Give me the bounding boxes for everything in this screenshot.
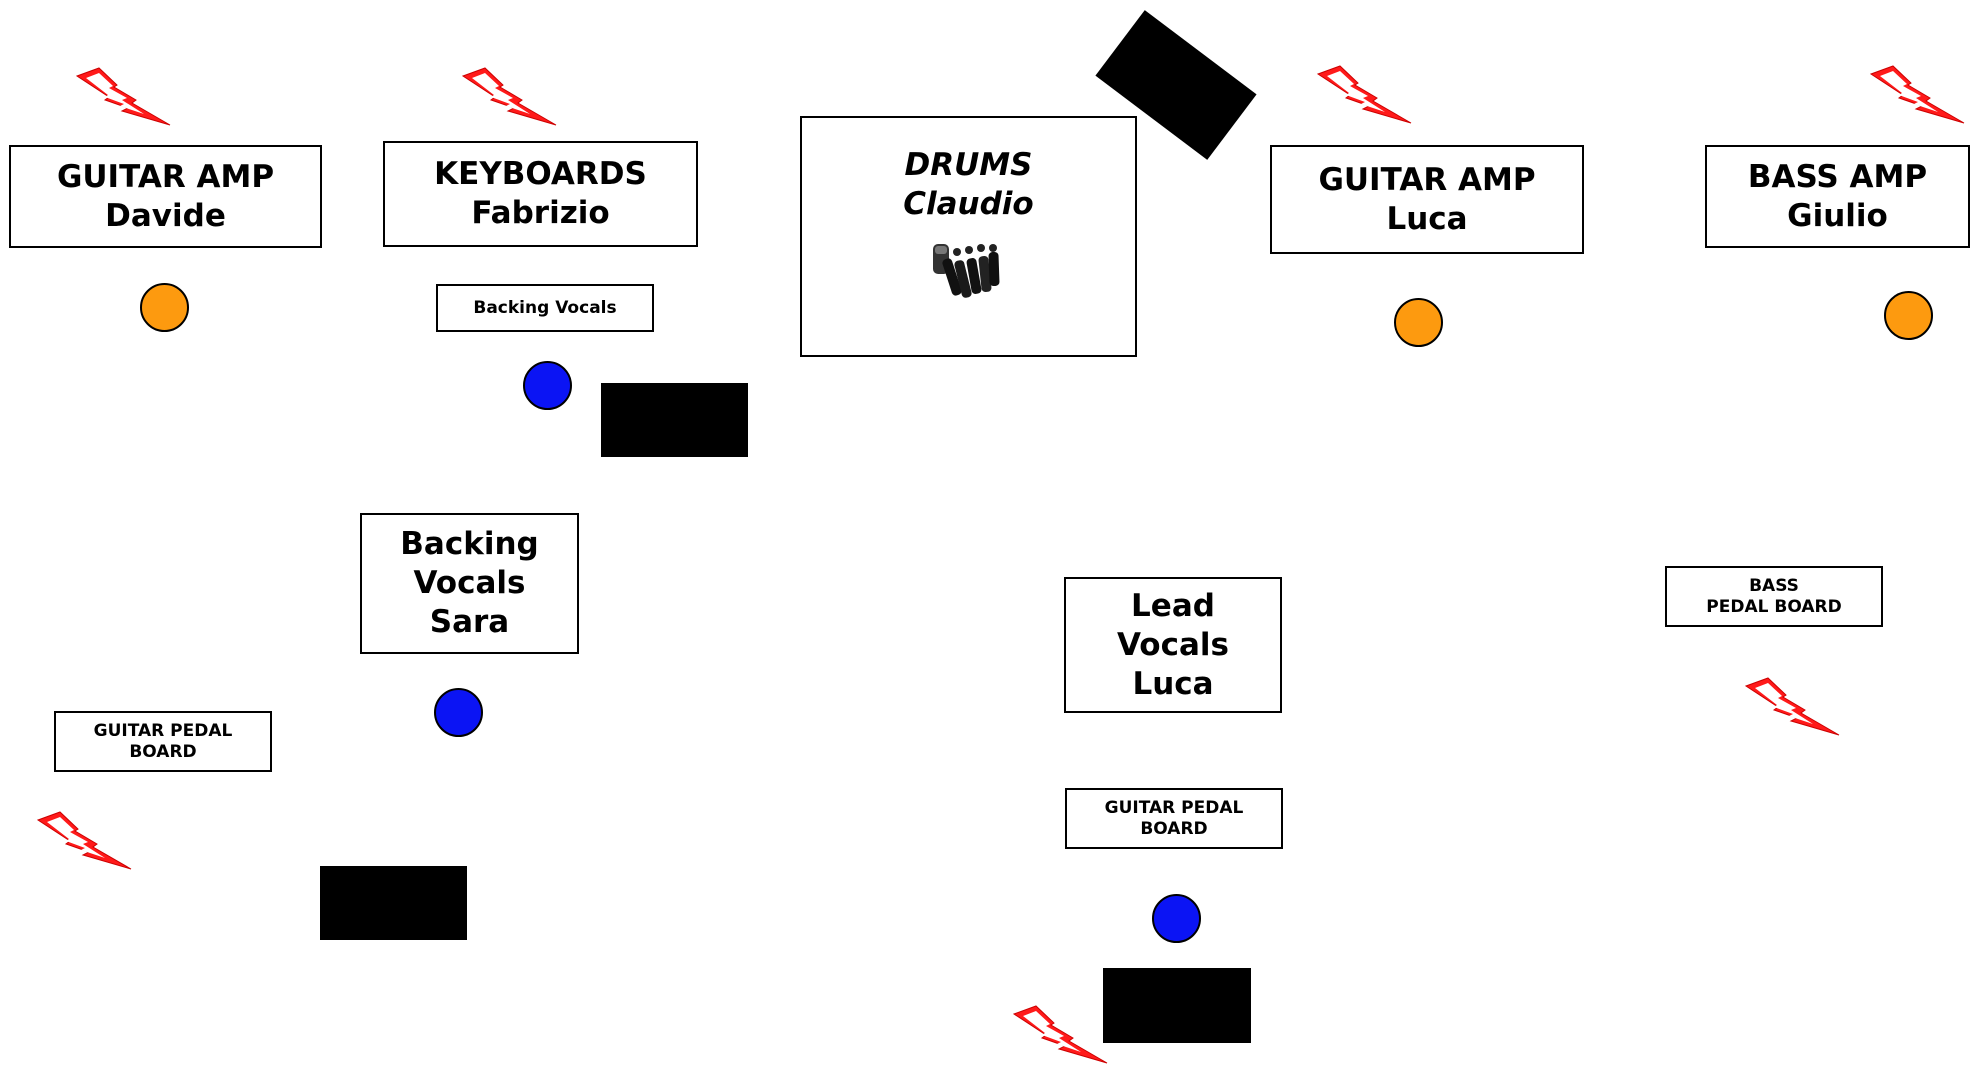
guitar-amp-title: GUITAR AMP: [56, 158, 275, 195]
guitar-amp-davide: GUITAR AMP Davide: [9, 145, 322, 248]
drum-mic-kit-icon: [932, 244, 999, 298]
drums-title: DRUMS: [904, 147, 1033, 183]
guitar-pedal-board-left: GUITAR PEDAL BOARD: [54, 711, 272, 772]
vocal-mic-icon: [523, 361, 572, 410]
pedal-board-line1: BASS: [1749, 575, 1799, 596]
power-outlet-bolt-icon: [1869, 65, 1965, 124]
backing-vocals-keys-label: Backing Vocals: [436, 284, 654, 332]
bass-amp-player: Giulio: [1787, 197, 1888, 234]
drums-riser: DRUMS Claudio: [800, 116, 1137, 357]
keyboards-title: KEYBOARDS: [434, 156, 647, 192]
guitar-amp-player: Davide: [105, 197, 226, 234]
stage-monitor-wedge: [1103, 968, 1251, 1043]
vocals-line1: Lead: [1131, 587, 1215, 624]
drums-player: Claudio: [903, 186, 1034, 222]
bass-amp-giulio: BASS AMP Giulio: [1705, 145, 1970, 248]
instrument-mic-icon: [1884, 291, 1933, 340]
vocal-mic-icon: [1152, 894, 1201, 943]
pedal-board-line2: BOARD: [129, 741, 197, 762]
guitar-amp-luca: GUITAR AMP Luca: [1270, 145, 1584, 254]
pedal-board-line1: GUITAR PEDAL: [1104, 797, 1244, 818]
keyboards-station: KEYBOARDS Fabrizio: [383, 141, 698, 247]
pedal-board-line1: GUITAR PEDAL: [93, 720, 233, 741]
power-outlet-bolt-icon: [36, 811, 132, 870]
bass-pedal-board: BASS PEDAL BOARD: [1665, 566, 1883, 627]
keyboards-player: Fabrizio: [471, 195, 610, 231]
stage-monitor-wedge: [320, 866, 467, 940]
vocal-mic-icon: [434, 688, 483, 737]
guitar-amp-title: GUITAR AMP: [1318, 161, 1536, 198]
vocals-line2: Vocals: [1117, 626, 1229, 663]
pedal-board-line2: PEDAL BOARD: [1706, 596, 1842, 617]
guitar-amp-player: Luca: [1386, 200, 1468, 237]
lead-vocals-luca: Lead Vocals Luca: [1064, 577, 1282, 713]
instrument-mic-icon: [140, 283, 189, 332]
stage-monitor-wedge: [601, 383, 748, 457]
instrument-mic-icon: [1394, 298, 1443, 347]
power-outlet-bolt-icon: [461, 67, 557, 126]
power-outlet-bolt-icon: [1012, 1005, 1108, 1064]
vocals-line3: Luca: [1132, 665, 1214, 702]
power-outlet-bolt-icon: [1316, 65, 1412, 124]
vocals-line2: Vocals: [413, 565, 526, 601]
guitar-pedal-board-center: GUITAR PEDAL BOARD: [1065, 788, 1283, 849]
bass-amp-title: BASS AMP: [1747, 158, 1928, 195]
backing-vocals-sara: Backing Vocals Sara: [360, 513, 579, 654]
vocals-line3: Sara: [429, 604, 510, 640]
pedal-board-line2: BOARD: [1140, 818, 1208, 839]
vocals-line1: Backing: [400, 526, 539, 562]
backing-vocals-label-text: Backing Vocals: [473, 297, 617, 318]
power-outlet-bolt-icon: [75, 67, 171, 126]
power-outlet-bolt-icon: [1744, 677, 1840, 736]
